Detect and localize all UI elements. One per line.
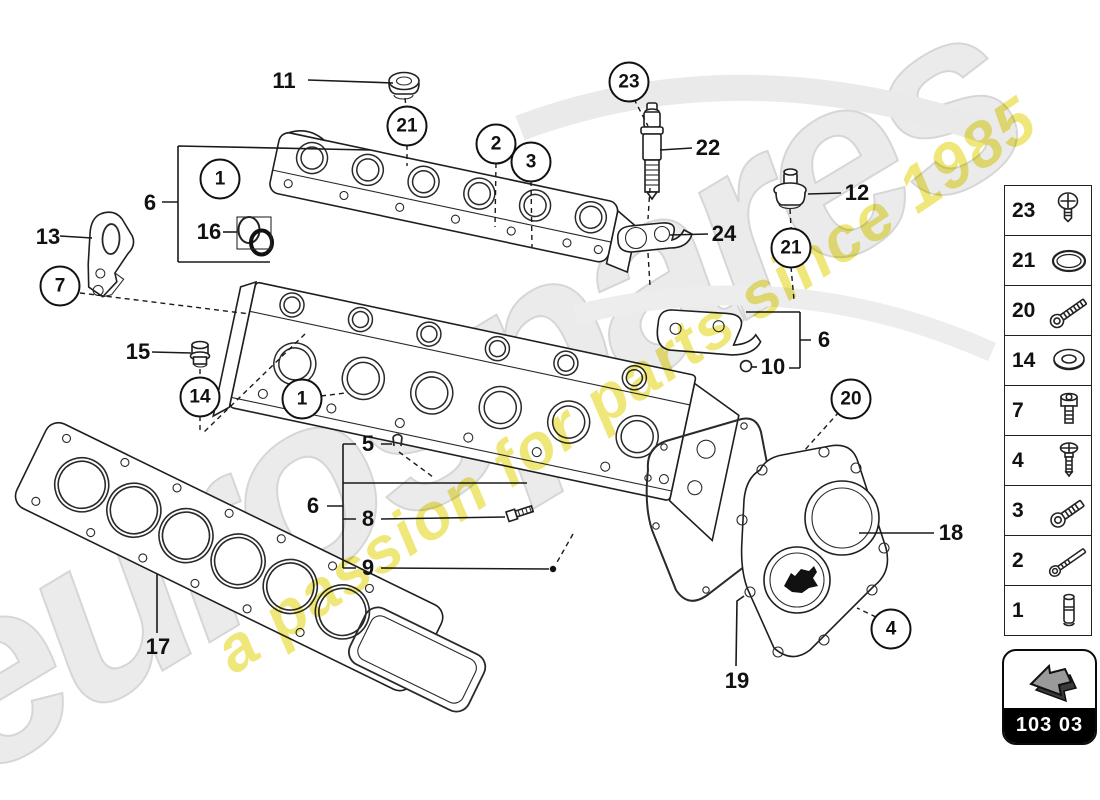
legend-row-23[interactable]: 23 [1005, 186, 1091, 236]
valve-cover-drawing [269, 130, 638, 274]
stud-5-drawing [392, 433, 403, 447]
hex-socket-bolt-icon [1046, 490, 1091, 532]
legend-row-4[interactable]: 4 [1005, 436, 1091, 486]
balloon-21b[interactable]: 21 [770, 227, 812, 269]
bull-logo [784, 566, 818, 593]
legend-row-14[interactable]: 14 [1005, 336, 1091, 386]
legend-num: 4 [1012, 448, 1024, 472]
parts-legend: 23 21 20 [1004, 185, 1092, 636]
socket-head-bolt-icon [1046, 390, 1091, 432]
leader-lines [59, 79, 934, 667]
plug-15-drawing [189, 340, 211, 368]
callout-22[interactable]: 22 [695, 135, 721, 160]
callout-9[interactable]: 9 [361, 555, 375, 580]
callout-6-right[interactable]: 6 [817, 327, 831, 352]
callout-16[interactable]: 16 [196, 219, 222, 244]
legend-num: 23 [1012, 198, 1036, 222]
pin-9-drawing [549, 565, 557, 573]
callout-17[interactable]: 17 [145, 634, 171, 659]
callout-11[interactable]: 11 [272, 68, 296, 93]
timing-cover-drawing [736, 444, 890, 658]
legend-num: 7 [1012, 398, 1024, 422]
legend-num: 1 [1012, 598, 1024, 622]
long-bolt-icon [1046, 290, 1091, 332]
watermark-swoosh [515, 74, 1017, 362]
legend-num: 3 [1012, 498, 1024, 522]
legend-row-21[interactable]: 21 [1005, 236, 1091, 286]
washer-icon [1046, 340, 1091, 382]
callout-6-left[interactable]: 6 [143, 190, 157, 215]
mount-bracket-drawing [656, 309, 762, 356]
callout-6-center[interactable]: 6 [306, 493, 320, 518]
callout-10[interactable]: 10 [760, 354, 786, 379]
pan-head-screw-icon [1046, 190, 1091, 232]
cylinder-head-drawing [212, 280, 740, 543]
callout-13[interactable]: 13 [35, 224, 61, 249]
sensor-22-drawing [640, 102, 664, 201]
balloon-2[interactable]: 2 [475, 123, 517, 165]
callout-19[interactable]: 19 [724, 668, 750, 693]
legend-row-2[interactable]: 2 [1005, 536, 1091, 586]
oil-cap-drawing [388, 71, 420, 100]
section-nav-box[interactable]: 103 03 [1002, 649, 1097, 745]
balloon-21a[interactable]: 21 [386, 105, 428, 147]
balloon-23[interactable]: 23 [608, 61, 650, 103]
bracket-24-drawing [616, 222, 693, 253]
balloon-20[interactable]: 20 [830, 378, 872, 420]
head-gasket-drawing [14, 421, 487, 713]
balloon-14[interactable]: 14 [179, 376, 221, 418]
balloon-1b[interactable]: 1 [281, 378, 323, 420]
pan-head-long-screw-icon [1046, 440, 1091, 482]
balloon-7[interactable]: 7 [39, 265, 81, 307]
callout-5[interactable]: 5 [361, 431, 375, 456]
section-code: 103 03 [1004, 708, 1095, 743]
balloon-1a[interactable]: 1 [199, 158, 241, 200]
grommet-10-drawing [739, 359, 753, 373]
grommet-12-drawing [773, 168, 807, 210]
bolt-8-drawing [504, 504, 535, 523]
thin-long-bolt-icon [1046, 540, 1091, 582]
o-ring-icon [1046, 240, 1091, 282]
bracket-13-drawing [87, 211, 135, 298]
callout-18[interactable]: 18 [938, 520, 964, 545]
legend-num: 14 [1012, 348, 1036, 372]
legend-num: 20 [1012, 298, 1036, 322]
callout-12[interactable]: 12 [844, 180, 870, 205]
balloon-3[interactable]: 3 [510, 141, 552, 183]
callout-8[interactable]: 8 [361, 506, 375, 531]
legend-row-7[interactable]: 7 [1005, 386, 1091, 436]
balloon-4[interactable]: 4 [870, 608, 912, 650]
legend-num: 2 [1012, 548, 1024, 572]
dowel-pin-icon [1046, 590, 1091, 632]
legend-num: 21 [1012, 248, 1036, 272]
back-arrow-icon [1004, 651, 1095, 707]
callout-24[interactable]: 24 [711, 221, 737, 246]
legend-row-20[interactable]: 20 [1005, 286, 1091, 336]
legend-row-3[interactable]: 3 [1005, 486, 1091, 536]
legend-row-1[interactable]: 1 [1005, 586, 1091, 635]
callout-15[interactable]: 15 [125, 339, 151, 364]
